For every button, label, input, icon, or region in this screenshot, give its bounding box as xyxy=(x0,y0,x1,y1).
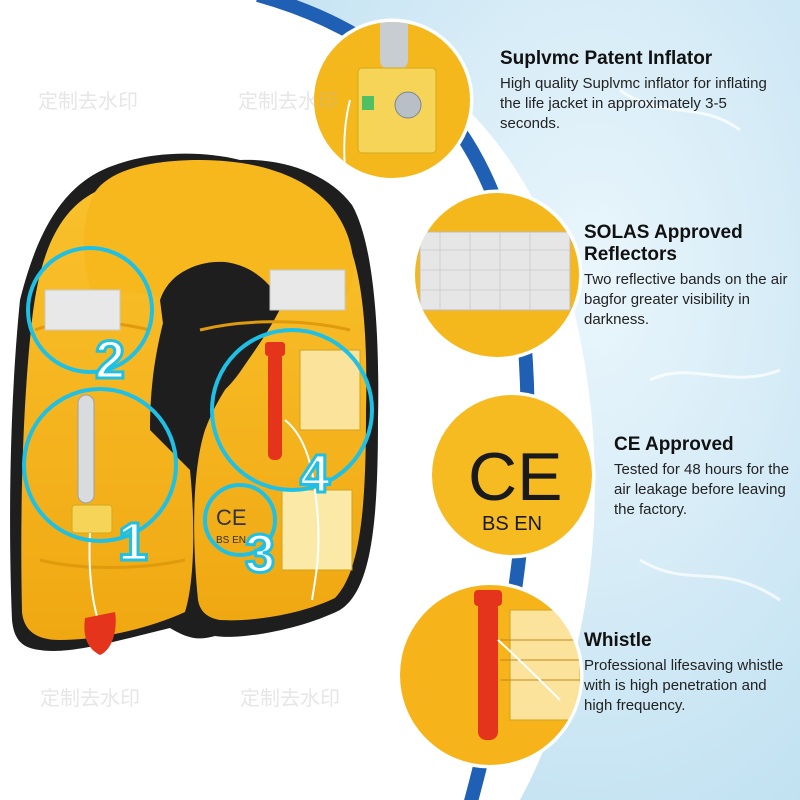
feature-description: Two reflective bands on the air bagfor g… xyxy=(584,271,788,328)
pull-tab xyxy=(84,612,116,655)
reflector-right xyxy=(269,269,346,311)
ce-patch-standard: BS EN xyxy=(216,535,246,546)
pull-cord xyxy=(88,532,99,621)
water-background xyxy=(280,0,800,800)
watermark: 定制去水印 xyxy=(38,89,138,113)
reflector-left xyxy=(44,289,121,331)
highlight-ring-1 xyxy=(22,387,178,543)
feature-ce-approved: CE Approved Tested for 48 hours for the … xyxy=(614,434,794,520)
feature-title: SOLAS Approved Reflectors xyxy=(584,222,743,265)
badge-4: 4 xyxy=(300,444,330,504)
feature-title: CE Approved xyxy=(614,434,734,455)
highlight-ring-2 xyxy=(26,246,154,374)
ce-detail-symbol: CE xyxy=(468,439,562,515)
feature-inflator: Suplvmc Patent Inflator High quality Sup… xyxy=(500,48,790,134)
co2-cylinder xyxy=(77,394,95,504)
watermark: 定制去水印 xyxy=(238,89,338,113)
watermark: 定制去水印 xyxy=(240,686,340,710)
neck-opening xyxy=(160,263,282,404)
highlight-ring-3 xyxy=(203,483,277,557)
instruction-label xyxy=(299,349,361,431)
detail-whistle xyxy=(400,585,580,765)
whistle xyxy=(268,352,282,460)
badge-1: 1 xyxy=(118,512,148,572)
feature-whistle: Whistle Professional lifesaving whistle … xyxy=(584,630,784,716)
inflator-head xyxy=(71,504,113,534)
feature-title: Suplvmc Patent Inflator xyxy=(500,48,713,69)
whistle-lanyard xyxy=(284,419,320,601)
feature-description: Professional lifesaving whistle with is … xyxy=(584,657,784,714)
feature-reflectors: SOLAS Approved Reflectors Two reflective… xyxy=(584,222,790,330)
inflator-button-detail xyxy=(394,91,422,119)
feature-description: Tested for 48 hours for the air leakage … xyxy=(614,461,790,518)
highlight-ring-4 xyxy=(210,328,374,492)
water-ripple xyxy=(619,88,781,602)
reflector-detail xyxy=(419,231,571,311)
watermark: 定制去水印 xyxy=(40,686,140,710)
jacket-collar xyxy=(83,160,354,300)
badge-2: 2 xyxy=(95,330,125,390)
detail-ce: CE BS EN xyxy=(432,395,592,555)
life-jacket: CE BS EN xyxy=(10,153,379,655)
whistle-detail xyxy=(478,600,498,740)
ce-detail-standard: BS EN xyxy=(482,513,542,535)
feature-description: High quality Suplvmc inflator for inflat… xyxy=(500,75,767,132)
detail-inflator xyxy=(314,22,470,178)
ce-patch-symbol: CE xyxy=(216,505,247,530)
feature-title: Whistle xyxy=(584,630,652,651)
whistle-cap xyxy=(265,342,285,356)
detail-reflector xyxy=(415,193,579,357)
badge-3: 3 xyxy=(245,524,275,584)
